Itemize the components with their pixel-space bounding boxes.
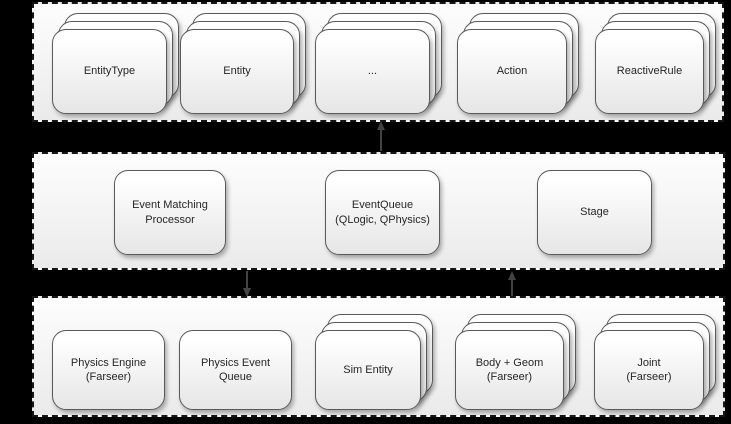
node-reactiverule: ReactiveRule xyxy=(595,13,716,114)
node-label: Entity xyxy=(223,65,251,78)
node-label: Sim Entity xyxy=(343,363,393,376)
core-band: Event Matching Processor EventQueue (QLo… xyxy=(32,152,725,270)
node-entity: Entity xyxy=(180,13,306,114)
node-action: Action xyxy=(457,13,579,114)
node-body-geom: Body + Geom (Farseer) xyxy=(455,314,576,410)
node-label: Physics Engine xyxy=(70,356,147,369)
node-label: Action xyxy=(496,65,528,78)
node-card: Event Matching Processor xyxy=(114,170,226,255)
node-label: (Farseer) xyxy=(486,371,533,383)
node-sim-entity: Sim Entity xyxy=(315,314,433,410)
node-card: Sim Entity xyxy=(315,330,421,410)
node-card: Action xyxy=(457,29,567,114)
node-card: ReactiveRule xyxy=(595,29,704,114)
node-label: EventQueue xyxy=(351,199,414,212)
node-physics-event-queue: Physics Event Queue xyxy=(179,330,292,410)
node-entitytype: EntityType xyxy=(52,13,179,114)
physics-band: Physics Engine (Farseer) Physics Event Q… xyxy=(32,296,725,417)
node-label: (Farseer) xyxy=(626,371,672,383)
node-card: EventQueue (QLogic, QPhysics) xyxy=(325,170,440,255)
node-card: Body + Geom (Farseer) xyxy=(455,330,564,410)
node-label: (Farseer) xyxy=(85,371,132,383)
node-label: Stage xyxy=(580,206,609,219)
node-label: Event Matching xyxy=(132,199,208,212)
node-card: ... xyxy=(315,29,430,114)
node-label: EntityType xyxy=(83,65,136,78)
node-label: ... xyxy=(367,65,378,78)
entities-band: EntityType Entity ... Action xyxy=(32,2,724,122)
node-card: EntityType xyxy=(52,29,167,114)
node-card: Physics Event Queue xyxy=(179,330,292,410)
node-label: Joint xyxy=(637,356,661,369)
node-label: Processor xyxy=(145,213,195,226)
node-label: Body + Geom xyxy=(475,356,544,369)
node-label: (QLogic, QPhysics) xyxy=(335,213,430,226)
node-card: Physics Engine (Farseer) xyxy=(52,330,165,410)
node-label: ReactiveRule xyxy=(616,65,683,78)
node-card: Joint (Farseer) xyxy=(594,330,704,410)
node-ellipsis: ... xyxy=(315,13,442,114)
node-event-matching-processor: Event Matching Processor xyxy=(114,170,226,255)
node-eventqueue: EventQueue (QLogic, QPhysics) xyxy=(325,170,440,255)
node-physics-engine: Physics Engine (Farseer) xyxy=(52,330,165,410)
node-card: Stage xyxy=(537,170,652,255)
node-card: Entity xyxy=(180,29,294,114)
node-stage: Stage xyxy=(537,170,652,255)
node-joint: Joint (Farseer) xyxy=(594,314,716,410)
node-label: Physics Event Queue xyxy=(200,356,271,383)
